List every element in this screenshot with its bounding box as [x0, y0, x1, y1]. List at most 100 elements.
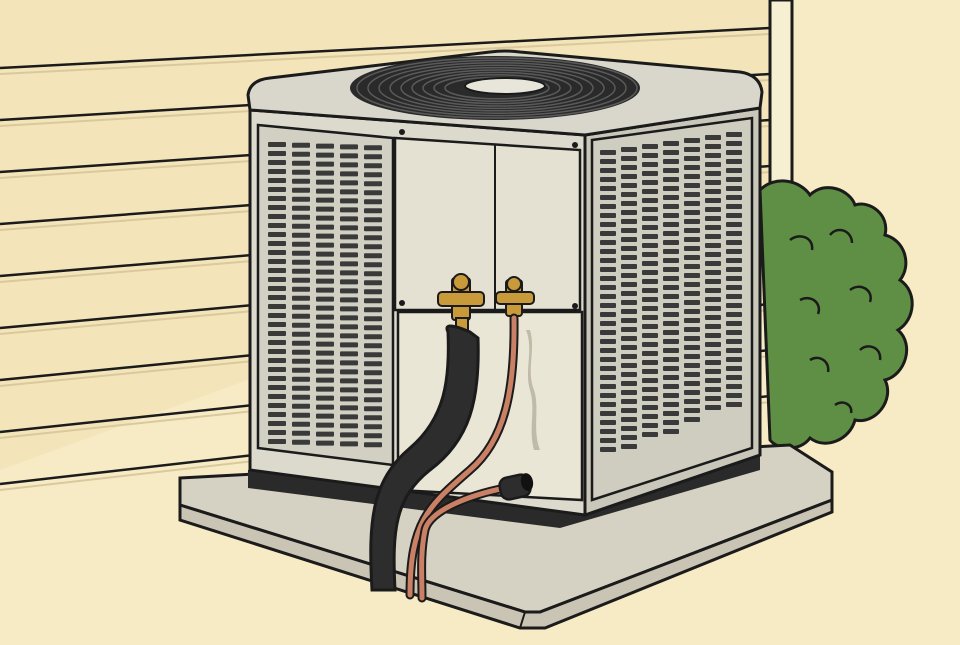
- louver-slot: [663, 357, 679, 362]
- fan-ring: [378, 62, 616, 114]
- louver-slot: [268, 187, 286, 192]
- louver-slot: [726, 141, 742, 146]
- louver-slot: [642, 270, 658, 275]
- louver-slot: [642, 432, 658, 437]
- louver-slot: [364, 244, 382, 250]
- louver-slot: [600, 285, 616, 290]
- louver-slot: [340, 234, 358, 240]
- louver-slot: [600, 231, 616, 236]
- louver-slot: [600, 276, 616, 281]
- louver-slot: [316, 260, 334, 266]
- louver-slot: [642, 288, 658, 293]
- louver-slot: [684, 210, 700, 215]
- louver-slot: [726, 240, 742, 245]
- louver-slot: [684, 318, 700, 323]
- louver-slot: [705, 288, 721, 293]
- louver-slot: [316, 422, 334, 428]
- louver-slot: [292, 151, 310, 157]
- fan-ring: [389, 64, 605, 112]
- louver-slot: [340, 414, 358, 420]
- louver-slot: [726, 159, 742, 164]
- louver-slot: [364, 325, 382, 331]
- louver-slot: [684, 255, 700, 260]
- louver-slot: [726, 213, 742, 218]
- louver-slot: [705, 180, 721, 185]
- louver-slot: [364, 163, 382, 169]
- louver-slot: [316, 287, 334, 293]
- louver-slot: [642, 306, 658, 311]
- louver-slot: [663, 231, 679, 236]
- louver-slot: [340, 342, 358, 348]
- louver-slot: [268, 259, 286, 264]
- fan-ring: [433, 74, 561, 102]
- louver-slot: [684, 300, 700, 305]
- louver-slot: [268, 241, 286, 246]
- louver-slot: [316, 197, 334, 203]
- left-louver-slots: [268, 142, 382, 448]
- bush-icon: [758, 179, 914, 450]
- louver-slot: [600, 429, 616, 434]
- louver-slot: [364, 262, 382, 268]
- louver-slot: [621, 381, 637, 386]
- louver-slot: [316, 413, 334, 419]
- louver-slot: [726, 402, 742, 407]
- louver-slot: [340, 252, 358, 258]
- louver-slot: [684, 138, 700, 143]
- louver-slot: [663, 213, 679, 218]
- louver-slot: [364, 181, 382, 187]
- louver-slot: [705, 252, 721, 257]
- louver-slot: [292, 421, 310, 427]
- louver-slot: [705, 405, 721, 410]
- louver-slot: [364, 253, 382, 259]
- louver-slot: [621, 408, 637, 413]
- louver-slot: [600, 213, 616, 218]
- louver-slot: [292, 142, 310, 148]
- louver-slot: [726, 312, 742, 317]
- louver-slot: [340, 288, 358, 294]
- fan-ring: [422, 71, 572, 105]
- louver-slot: [600, 222, 616, 227]
- louver-slot: [684, 219, 700, 224]
- louver-slot: [642, 216, 658, 221]
- louver-slot: [663, 411, 679, 416]
- louver-slot: [663, 402, 679, 407]
- louver-slot: [684, 363, 700, 368]
- louver-slot: [726, 195, 742, 200]
- louver-slot: [642, 243, 658, 248]
- louver-slot: [600, 186, 616, 191]
- louver-slot: [340, 396, 358, 402]
- corner-trim: [768, 0, 794, 192]
- louver-slot: [600, 204, 616, 209]
- louver-slot: [621, 165, 637, 170]
- louver-slot: [705, 234, 721, 239]
- louver-slot: [364, 271, 382, 277]
- louver-slot: [292, 439, 310, 445]
- louver-slot: [292, 277, 310, 283]
- louver-slot: [268, 313, 286, 318]
- louver-slot: [642, 423, 658, 428]
- louver-slot: [621, 237, 637, 242]
- louver-slot: [726, 357, 742, 362]
- louver-slot: [621, 399, 637, 404]
- louver-slot: [705, 342, 721, 347]
- louver-slot: [316, 251, 334, 257]
- louver-slot: [316, 242, 334, 248]
- louver-slot: [364, 424, 382, 430]
- louver-slot: [600, 420, 616, 425]
- louver-slot: [621, 183, 637, 188]
- louver-slot: [684, 336, 700, 341]
- louver-slot: [292, 187, 310, 193]
- louver-slot: [364, 235, 382, 241]
- louver-slot: [340, 153, 358, 159]
- louver-slot: [663, 150, 679, 155]
- louver-slot: [268, 205, 286, 210]
- louver-slot: [726, 303, 742, 308]
- louver-slot: [316, 440, 334, 446]
- louver-slot: [684, 327, 700, 332]
- louver-slot: [705, 297, 721, 302]
- louver-slot: [705, 270, 721, 275]
- louver-slot: [268, 196, 286, 201]
- louver-slot: [316, 296, 334, 302]
- louver-slot: [292, 331, 310, 337]
- louver-slot: [621, 372, 637, 377]
